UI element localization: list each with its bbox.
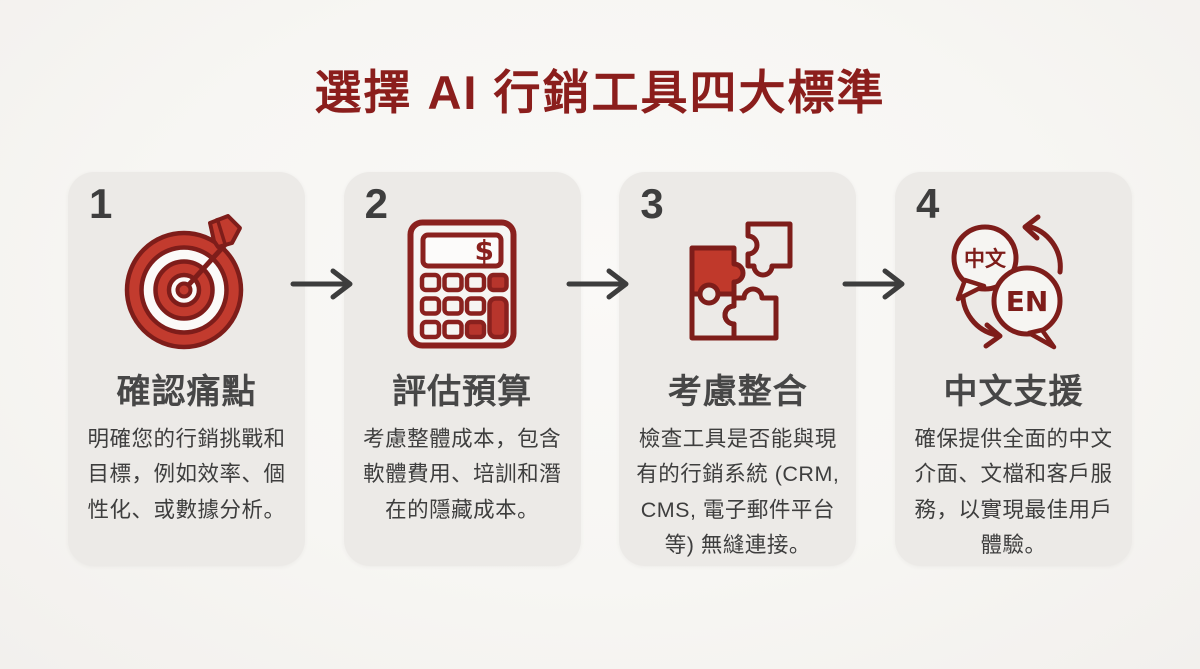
step-number: 1 — [89, 180, 113, 227]
step-title: 確認痛點 — [116, 373, 257, 411]
step-card-1: 1 確認痛點 明確您的行銷挑戰和目標，例如效率、個性化、或數據分析。 — [68, 172, 305, 566]
bubble-label-english: EN — [1006, 285, 1049, 318]
step-description: 考慮整體成本，包含軟體費用、培訓和潛在的隱藏成本。 — [363, 427, 562, 522]
steps-row: 1 確認痛點 明確您的行銷挑戰和目標，例如效率、個性化、或數據分析。 2 — [68, 172, 1132, 566]
step-number: 3 — [640, 180, 664, 227]
step-title: 考慮整合 — [667, 373, 808, 411]
calculator-icon: $ — [344, 208, 581, 360]
step-card-2: 2 $ 評估預算 — [343, 172, 581, 566]
step-number: 4 — [915, 180, 940, 227]
puzzle-pieces-icon — [619, 208, 856, 360]
calculator-dollar-sign: $ — [475, 234, 494, 267]
step-number: 2 — [364, 180, 389, 227]
arrow-right-icon — [290, 266, 358, 302]
page-title: 選擇 AI 行銷工具四大標準 — [314, 66, 886, 119]
translation-bubbles-icon: 中文 EN — [895, 208, 1132, 360]
bubble-label-chinese: 中文 — [964, 247, 1007, 271]
step-title: 評估預算 — [392, 373, 533, 411]
step-description: 確保提供全面的中文介面、文檔和客戶服務，以實現最佳用戶體驗。 — [914, 427, 1113, 557]
step-card-3: 3 考慮整合 檢查工具是否能與現有的行銷系統 (CRM, CMS, 電子郵件平台… — [619, 172, 857, 566]
step-title: 中文支援 — [943, 373, 1084, 411]
step-description: 檢查工具是否能與現有的行銷系統 (CRM, CMS, 電子郵件平台等) 無縫連接… — [636, 427, 840, 557]
step-card-4: 4 中文 EN 中文支援 確保提供全面的中文介面、文檔和客戶服務，以實現最佳用戶… — [894, 172, 1132, 566]
step-description: 明確您的行銷挑戰和目標，例如效率、個性化、或數據分析。 — [87, 427, 286, 522]
arrow-right-icon — [566, 266, 634, 302]
target-bullseye-icon — [68, 208, 305, 360]
arrow-right-icon — [842, 266, 910, 302]
